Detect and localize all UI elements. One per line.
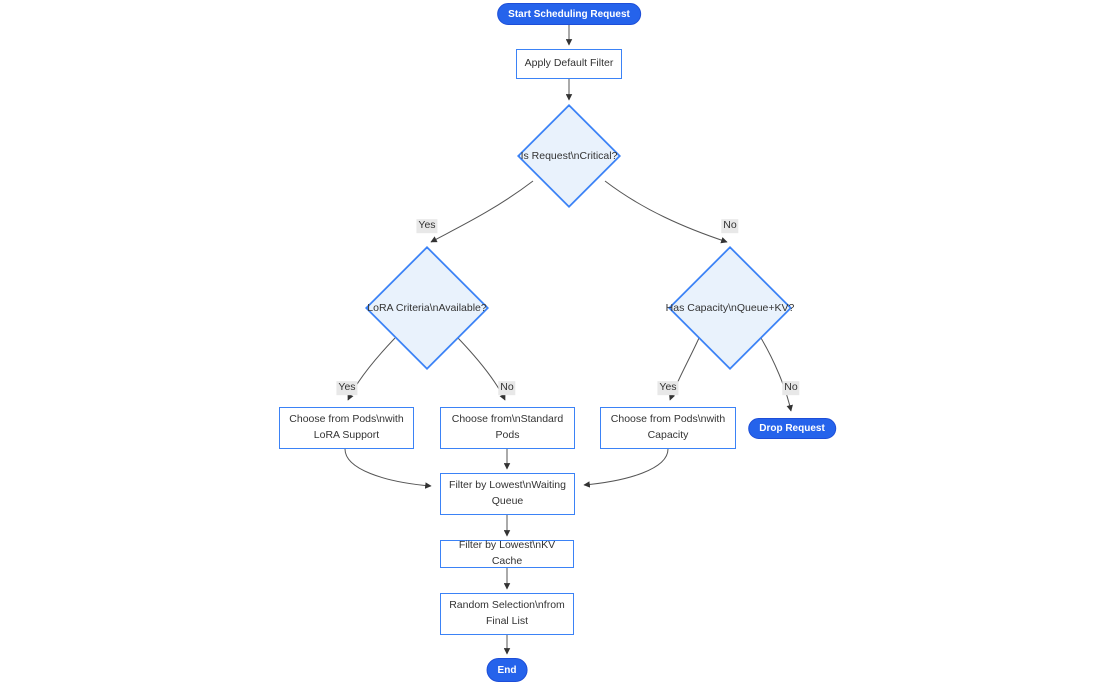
node-choose-lora-pods: Choose from Pods\nwith LoRA Support [279,407,414,449]
decision-lora-criteria-label: LoRA Criteria\nAvailable? [367,302,487,314]
node-apply-default-filter-label: Apply Default Filter [524,57,614,70]
edge-is-critical-no [604,180,728,244]
node-start: Start Scheduling Request [497,3,641,25]
edge-label-capacity-no: No [782,381,800,395]
node-apply-default-filter: Apply Default Filter [516,49,622,79]
edge-capacity-no [760,337,793,412]
edge-label-critical-yes: Yes [416,219,438,233]
node-choose-standard-pods-label: Choose from\nStandard Pods [451,413,564,441]
node-end: End [486,658,528,682]
node-filter-kv-cache-label: Filter by Lowest\nKV Cache [458,539,556,567]
node-end-label: End [497,664,517,676]
edge-label-lora-no: No [498,381,516,395]
node-drop-request-label: Drop Request [759,423,825,434]
edge-capacity-pods-to-filter-queue [583,448,669,488]
edge-label-critical-no: No [721,219,739,233]
decision-has-capacity-label: Has Capacity\nQueue+KV? [665,302,795,314]
node-choose-capacity-pods: Choose from Pods\nwith Capacity [600,407,736,449]
edge-label-lora-yes: Yes [336,381,358,395]
node-start-label: Start Scheduling Request [508,8,630,20]
node-filter-waiting-queue-label: Filter by Lowest\nWaiting Queue [449,479,566,507]
decision-has-capacity: Has Capacity\nQueue+KV? [665,246,795,370]
node-filter-kv-cache: Filter by Lowest\nKV Cache [440,539,574,568]
decision-is-critical: Is Request\nCritical? [517,104,621,208]
decision-lora-criteria: LoRA Criteria\nAvailable? [365,246,489,370]
node-drop-request: Drop Request [748,418,836,439]
node-choose-lora-pods-label: Choose from Pods\nwith LoRA Support [289,413,404,441]
node-random-selection-label: Random Selection\nfrom Final List [449,599,565,627]
edge-lora-pods-to-filter-queue [344,448,432,489]
node-choose-standard-pods: Choose from\nStandard Pods [440,407,575,449]
decision-is-critical-label: Is Request\nCritical? [520,150,618,162]
node-choose-capacity-pods-label: Choose from Pods\nwith Capacity [610,413,726,441]
node-filter-waiting-queue: Filter by Lowest\nWaiting Queue [440,473,575,515]
edge-is-critical-yes [430,180,534,243]
node-random-selection: Random Selection\nfrom Final List [440,593,574,635]
edge-label-capacity-yes: Yes [657,381,679,395]
